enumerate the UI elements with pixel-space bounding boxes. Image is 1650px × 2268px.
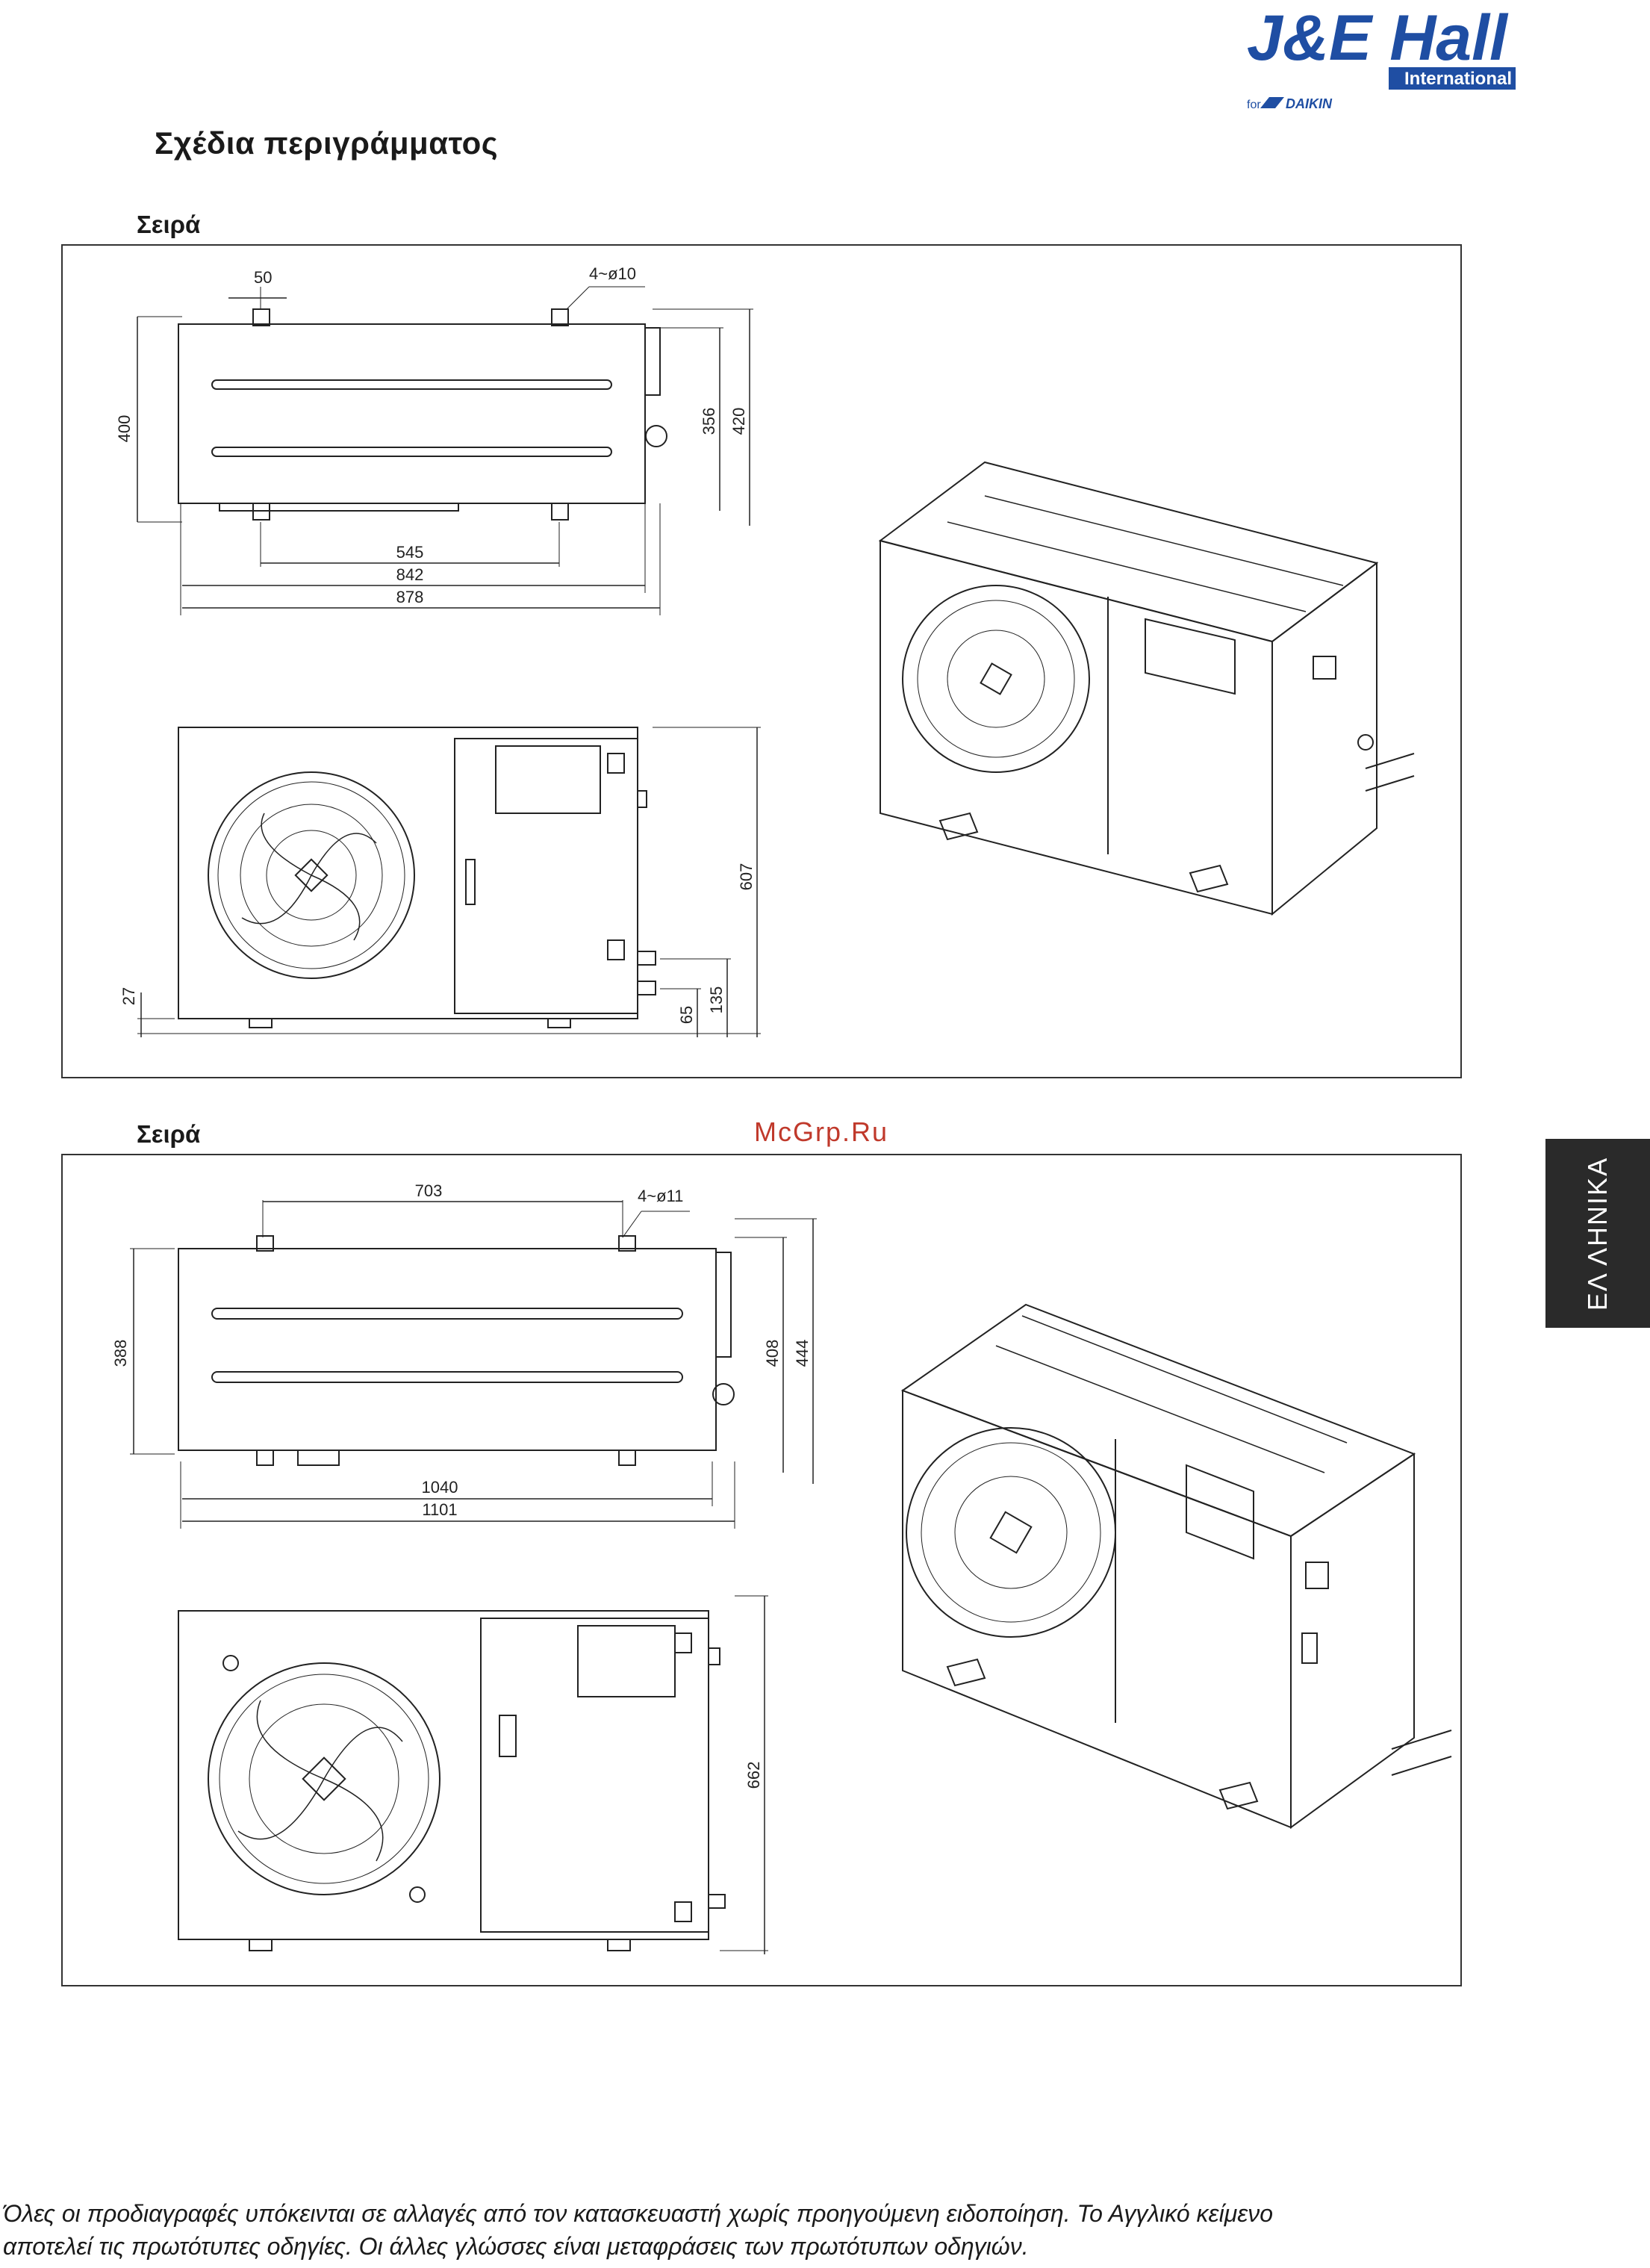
dim-444: 444	[793, 1340, 812, 1367]
dim-1101: 1101	[422, 1500, 457, 1519]
dim-50: 50	[254, 268, 272, 287]
footer-line-2: αποτελεί τις πρωτότυπες οδηγίες. Οι άλλε…	[3, 2233, 1029, 2260]
dim-65: 65	[677, 1006, 696, 1024]
outline-drawing-2: 703 4~ø11 388 408 444 1040 1101 662	[111, 1181, 1452, 1954]
watermark: McGrp.Ru	[754, 1116, 889, 1147]
side-tab-label: ΕΛ ΛΗΝΙΚΑ	[1582, 1156, 1613, 1311]
dim-703: 703	[415, 1181, 443, 1200]
logo-partner: DAIKIN	[1286, 96, 1333, 111]
dim-607: 607	[737, 863, 756, 891]
drawing-panel-1: 50 4~ø10 400 356 420 545 842 878	[61, 244, 1462, 1078]
series-label-1: Σειρά	[137, 211, 201, 238]
dim-878: 878	[396, 588, 424, 606]
dim-27: 27	[119, 987, 138, 1005]
outline-drawing-1: 50 4~ø10 400 356 420 545 842 878	[115, 264, 1415, 1037]
dim-388: 388	[111, 1340, 130, 1367]
dim-842: 842	[396, 565, 424, 584]
logo-for: for	[1247, 99, 1261, 111]
dim-545: 545	[396, 543, 424, 562]
dim-hole-2: 4~ø11	[638, 1187, 683, 1205]
series-label-2: Σειρά	[137, 1120, 201, 1148]
dim-662: 662	[744, 1762, 763, 1789]
dim-356: 356	[700, 408, 718, 435]
logo-brand: J&E Hall	[1247, 2, 1509, 74]
logo-sub: International	[1404, 69, 1512, 89]
footer-disclaimer: Όλες οι προδιαγραφές υπόκεινται σε αλλαγ…	[3, 2197, 1646, 2263]
language-side-tab: ΕΛ ΛΗΝΙΚΑ	[1545, 1139, 1650, 1328]
drawing-panel-2: 703 4~ø11 388 408 444 1040 1101 662	[61, 1154, 1462, 1986]
dim-1040: 1040	[422, 1478, 458, 1497]
company-logo: J&E Hall International for DAIKIN	[1247, 2, 1516, 111]
dim-408: 408	[763, 1340, 782, 1367]
dim-420: 420	[729, 408, 748, 435]
page-title: Σχέδια περιγράμματος	[155, 125, 499, 161]
dim-135: 135	[707, 987, 726, 1014]
dim-400: 400	[115, 415, 134, 443]
dim-hole-1: 4~ø10	[589, 264, 636, 283]
footer-line-1: Όλες οι προδιαγραφές υπόκεινται σε αλλαγ…	[3, 2200, 1274, 2227]
